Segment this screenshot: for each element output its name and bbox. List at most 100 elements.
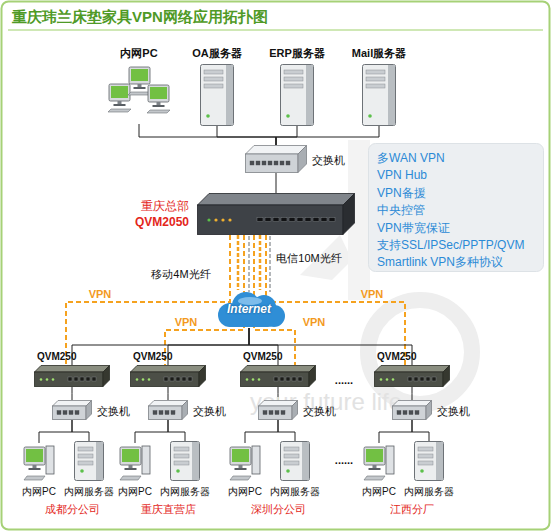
wire-link (276, 173, 277, 193)
device-port (165, 411, 169, 415)
bigrouter-node: 重庆总部QVM2050 (197, 193, 355, 235)
drive-bay (366, 70, 385, 74)
node-label: 内网服务器 (404, 486, 454, 498)
status-led (252, 378, 255, 381)
device-port (86, 377, 90, 381)
device-top (259, 401, 298, 407)
device-top (35, 366, 110, 373)
status-led (380, 378, 383, 381)
node-label: Internet (210, 290, 288, 328)
drive-bay (78, 461, 93, 465)
device-front (131, 372, 200, 387)
monitor-bezel (364, 447, 385, 465)
node-shape (230, 443, 260, 481)
monitor-stand (239, 465, 243, 468)
monitor-bezel (129, 67, 150, 84)
device-front (259, 406, 293, 420)
node-shape (240, 365, 316, 387)
device-top (53, 401, 92, 407)
status-led (207, 218, 210, 221)
node-label: OA服务器 (192, 47, 242, 60)
node-label: 内网PC (228, 486, 262, 498)
device-port (415, 411, 419, 415)
node-shape (414, 441, 444, 481)
status-led (136, 378, 139, 381)
node-shape (120, 443, 150, 481)
server-node: 内网服务器 (170, 441, 200, 481)
server-side (306, 65, 313, 125)
device-front (35, 372, 104, 387)
node-shape (392, 400, 432, 420)
device-side (343, 194, 355, 235)
power-led (420, 469, 424, 473)
fiber-link (237, 235, 240, 290)
node-shape (34, 365, 110, 387)
monitor-screen (122, 449, 139, 462)
device-port (275, 411, 279, 415)
device-port (414, 377, 418, 381)
node-label: 交换机 (437, 405, 470, 418)
monitor-base (125, 468, 137, 470)
node-label: VPN Hub (377, 167, 544, 184)
keyboard (128, 92, 151, 95)
device-port (164, 377, 168, 381)
server-node: ERP服务器 (280, 64, 314, 126)
node-shape (280, 441, 310, 481)
pc-node: 内网PC (24, 443, 54, 481)
device-front (241, 372, 310, 387)
wire-link (412, 387, 413, 400)
monitor-stand (118, 101, 122, 104)
device-top (198, 194, 355, 206)
device-port (265, 218, 271, 222)
node-label: VPN带宽保证 (377, 220, 544, 237)
server-side (302, 442, 309, 480)
keyboard (230, 476, 251, 480)
wire-link (72, 387, 73, 400)
node-shape (52, 400, 92, 420)
status-led (52, 378, 55, 381)
switch-node: 交换机 (52, 400, 92, 420)
node-label: 交换机 (97, 405, 130, 418)
status-led (148, 378, 151, 381)
node-shape (170, 441, 200, 481)
drive-bay (174, 454, 189, 458)
monitor-stand (129, 465, 133, 468)
node-label: 多WAN VPN (377, 150, 544, 167)
drive-bay (204, 84, 223, 88)
keyboard (364, 476, 385, 480)
device-port (153, 411, 157, 415)
status-led (228, 218, 231, 221)
device-port (256, 161, 260, 165)
node-shape (108, 64, 170, 124)
device-port (397, 411, 401, 415)
switch-node: 交换机 (258, 400, 298, 420)
device-port (75, 411, 79, 415)
device-port (274, 161, 278, 165)
server-side (226, 65, 233, 125)
drive-bay (284, 70, 303, 74)
node-shape (148, 400, 188, 420)
link-label: VPN (303, 316, 326, 329)
link-label: VPN (175, 316, 198, 329)
node-label: 交换机 (193, 405, 226, 418)
keyboard (120, 476, 141, 480)
drive-bay (284, 454, 299, 458)
link-label: VPN (361, 288, 384, 301)
device-side (443, 366, 450, 387)
device-port (292, 377, 296, 381)
node-label: 中央控管 (377, 202, 544, 219)
device-top (375, 366, 450, 373)
node-label: 重庆总部 (141, 199, 189, 213)
wire-link (168, 387, 169, 400)
panel-node: 多WAN VPNVPN HubVPN备援中央控管VPN带宽保证支持SSL/IPS… (368, 143, 544, 272)
node-shape (258, 400, 298, 420)
drive-bay (284, 77, 303, 81)
wire-link (135, 420, 168, 443)
monitor-base (235, 468, 247, 470)
router-node: QVM250 (130, 365, 206, 387)
device-port (420, 377, 424, 381)
wire-link (168, 420, 185, 441)
title-rule (8, 29, 543, 31)
